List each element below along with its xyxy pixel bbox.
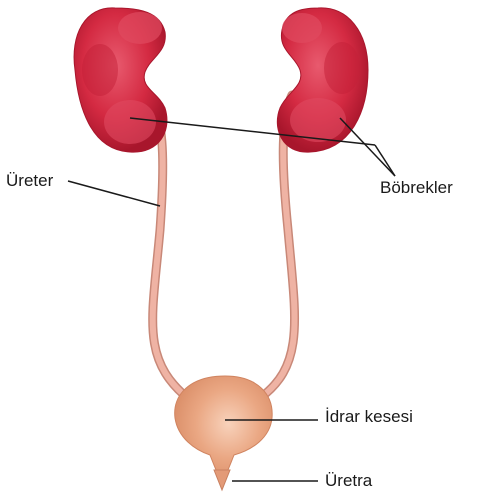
ureter-label: Üreter [6,171,53,191]
urethra [214,470,230,490]
bladder [175,376,272,482]
leader-ureter [68,181,160,206]
leader-kidney-right [340,118,395,176]
urethra-label: Üretra [325,471,372,491]
left-kidney [74,8,167,152]
right-kidney [277,8,368,152]
leader-kidney-join [375,145,395,176]
kidneys-label: Böbrekler [380,178,453,198]
bladder-label: İdrar kesesi [325,407,413,427]
